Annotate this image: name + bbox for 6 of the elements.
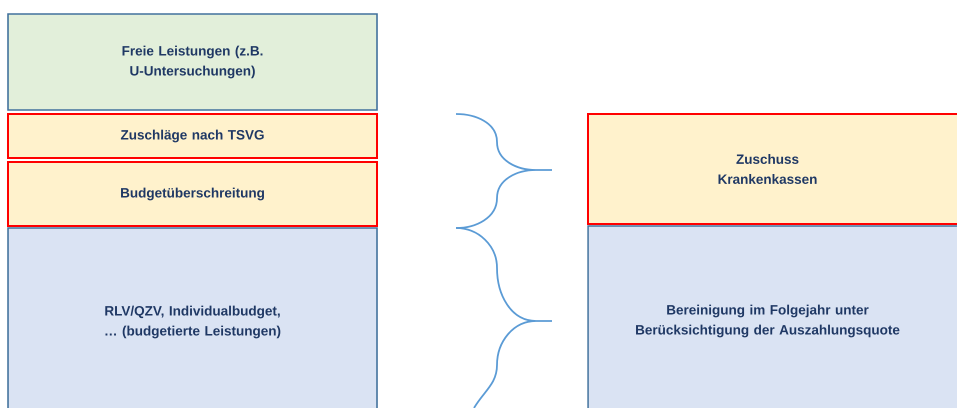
surcharge-box: Budgetüberschreitung xyxy=(7,161,378,227)
surcharge-box: Zuschuss Krankenkassen xyxy=(587,113,957,225)
surcharge-box: Zuschläge nach TSVG xyxy=(7,113,378,159)
budget-box: RLV/QZV, Individualbudget, … (budgetierte Leistungen) xyxy=(7,227,378,408)
service-box: Freie Leistungen (z.B. U-Untersuchungen) xyxy=(7,13,378,111)
budget-box: Bereinigung im Folgejahr unter Berücksichtigung der Auszahlungsquote xyxy=(587,225,957,408)
